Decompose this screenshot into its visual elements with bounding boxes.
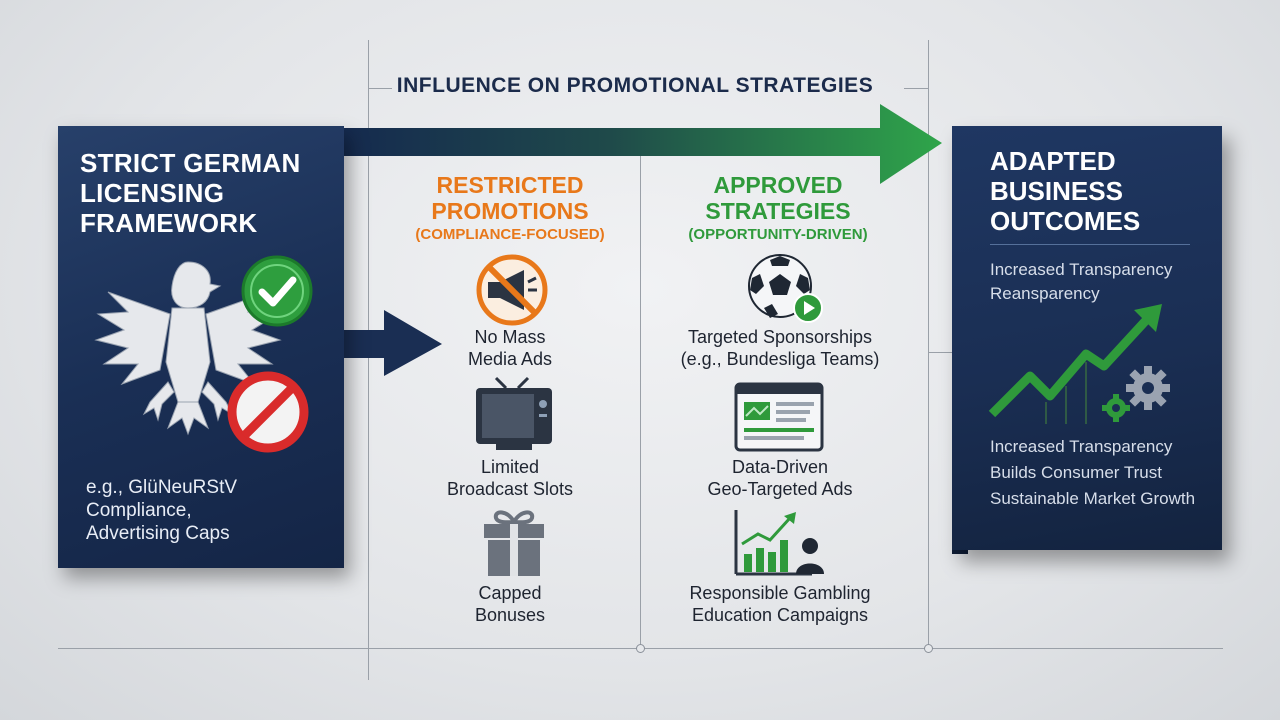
- outcomes-panel: ADAPTED BUSINESS OUTCOMES Increased Tran…: [952, 126, 1222, 550]
- no-megaphone-icon: [476, 254, 548, 326]
- flow-arrow-middle: [340, 310, 442, 376]
- guide-line-header-left: [368, 88, 392, 89]
- note-line-2: Compliance,: [86, 500, 192, 521]
- licensing-framework-note: e.g., GlüNeuRStV Compliance, Advertising…: [86, 476, 336, 545]
- restricted-item-1-label: No Mass Media Ads: [467, 327, 553, 369]
- approved-item-1-label: Targeted Sponsorships (e.g., Bundesliga …: [680, 327, 880, 369]
- restricted-item-3-label: Capped Bonuses: [474, 583, 546, 625]
- outcomes-divider: [990, 244, 1190, 245]
- browser-ad-icon: [734, 382, 824, 452]
- restricted-subtitle: (COMPLIANCE-FOCUSED): [415, 226, 605, 243]
- licensing-framework-panel: STRICT GERMAN LICENSING FRAMEWORK e.: [58, 126, 344, 568]
- approved-item-2-label: Data-Driven Geo-Targeted Ads: [707, 457, 853, 499]
- prohibited-icon: [227, 371, 309, 453]
- gears-icon: [1102, 366, 1170, 422]
- guide-line-right: [928, 40, 929, 652]
- growth-chart-person-icon: [734, 510, 824, 576]
- guide-line-header-right: [904, 88, 928, 89]
- outcomes-bottom-text: Increased Transparency Builds Consumer T…: [990, 437, 1196, 508]
- licensing-framework-title: STRICT GERMAN LICENSING FRAMEWORK: [80, 148, 301, 238]
- guide-line-left: [368, 40, 369, 680]
- restricted-title-line2: PROMOTIONS: [431, 198, 589, 224]
- approved-item-3-label: Responsible Gambling Education Campaigns: [689, 583, 871, 625]
- tv-icon: [476, 376, 552, 450]
- note-line-3: Advertising Caps: [86, 523, 230, 544]
- approved-title-line2: STRATEGIES: [705, 198, 851, 224]
- guide-line-right-mid: [928, 352, 952, 353]
- outcomes-title: ADAPTED BUSINESS OUTCOMES: [990, 146, 1141, 236]
- restricted-title-line1: RESTRICTED: [436, 172, 584, 198]
- restricted-item-2-label: Limited Broadcast Slots: [446, 457, 574, 499]
- flow-arrow-top: [340, 104, 942, 184]
- gift-icon: [484, 510, 544, 576]
- junction-dot-right: [924, 644, 933, 653]
- approved-subtitle: (OPPORTUNITY-DRIVEN): [688, 226, 868, 243]
- soccer-ball-icon: [748, 254, 823, 323]
- trend-arrow-icon: [988, 304, 1162, 424]
- outcomes-top-text: Increased Transparency Reansparency: [990, 260, 1173, 303]
- header-title: INFLUENCE ON PROMOTIONAL STRATEGIES: [396, 74, 874, 97]
- junction-dot-middle: [636, 644, 645, 653]
- check-icon: [241, 255, 313, 327]
- guide-line-middle: [640, 150, 641, 650]
- approved-title-line1: APPROVED: [713, 172, 843, 198]
- note-line-1: e.g., GlüNeuRStV: [86, 477, 238, 498]
